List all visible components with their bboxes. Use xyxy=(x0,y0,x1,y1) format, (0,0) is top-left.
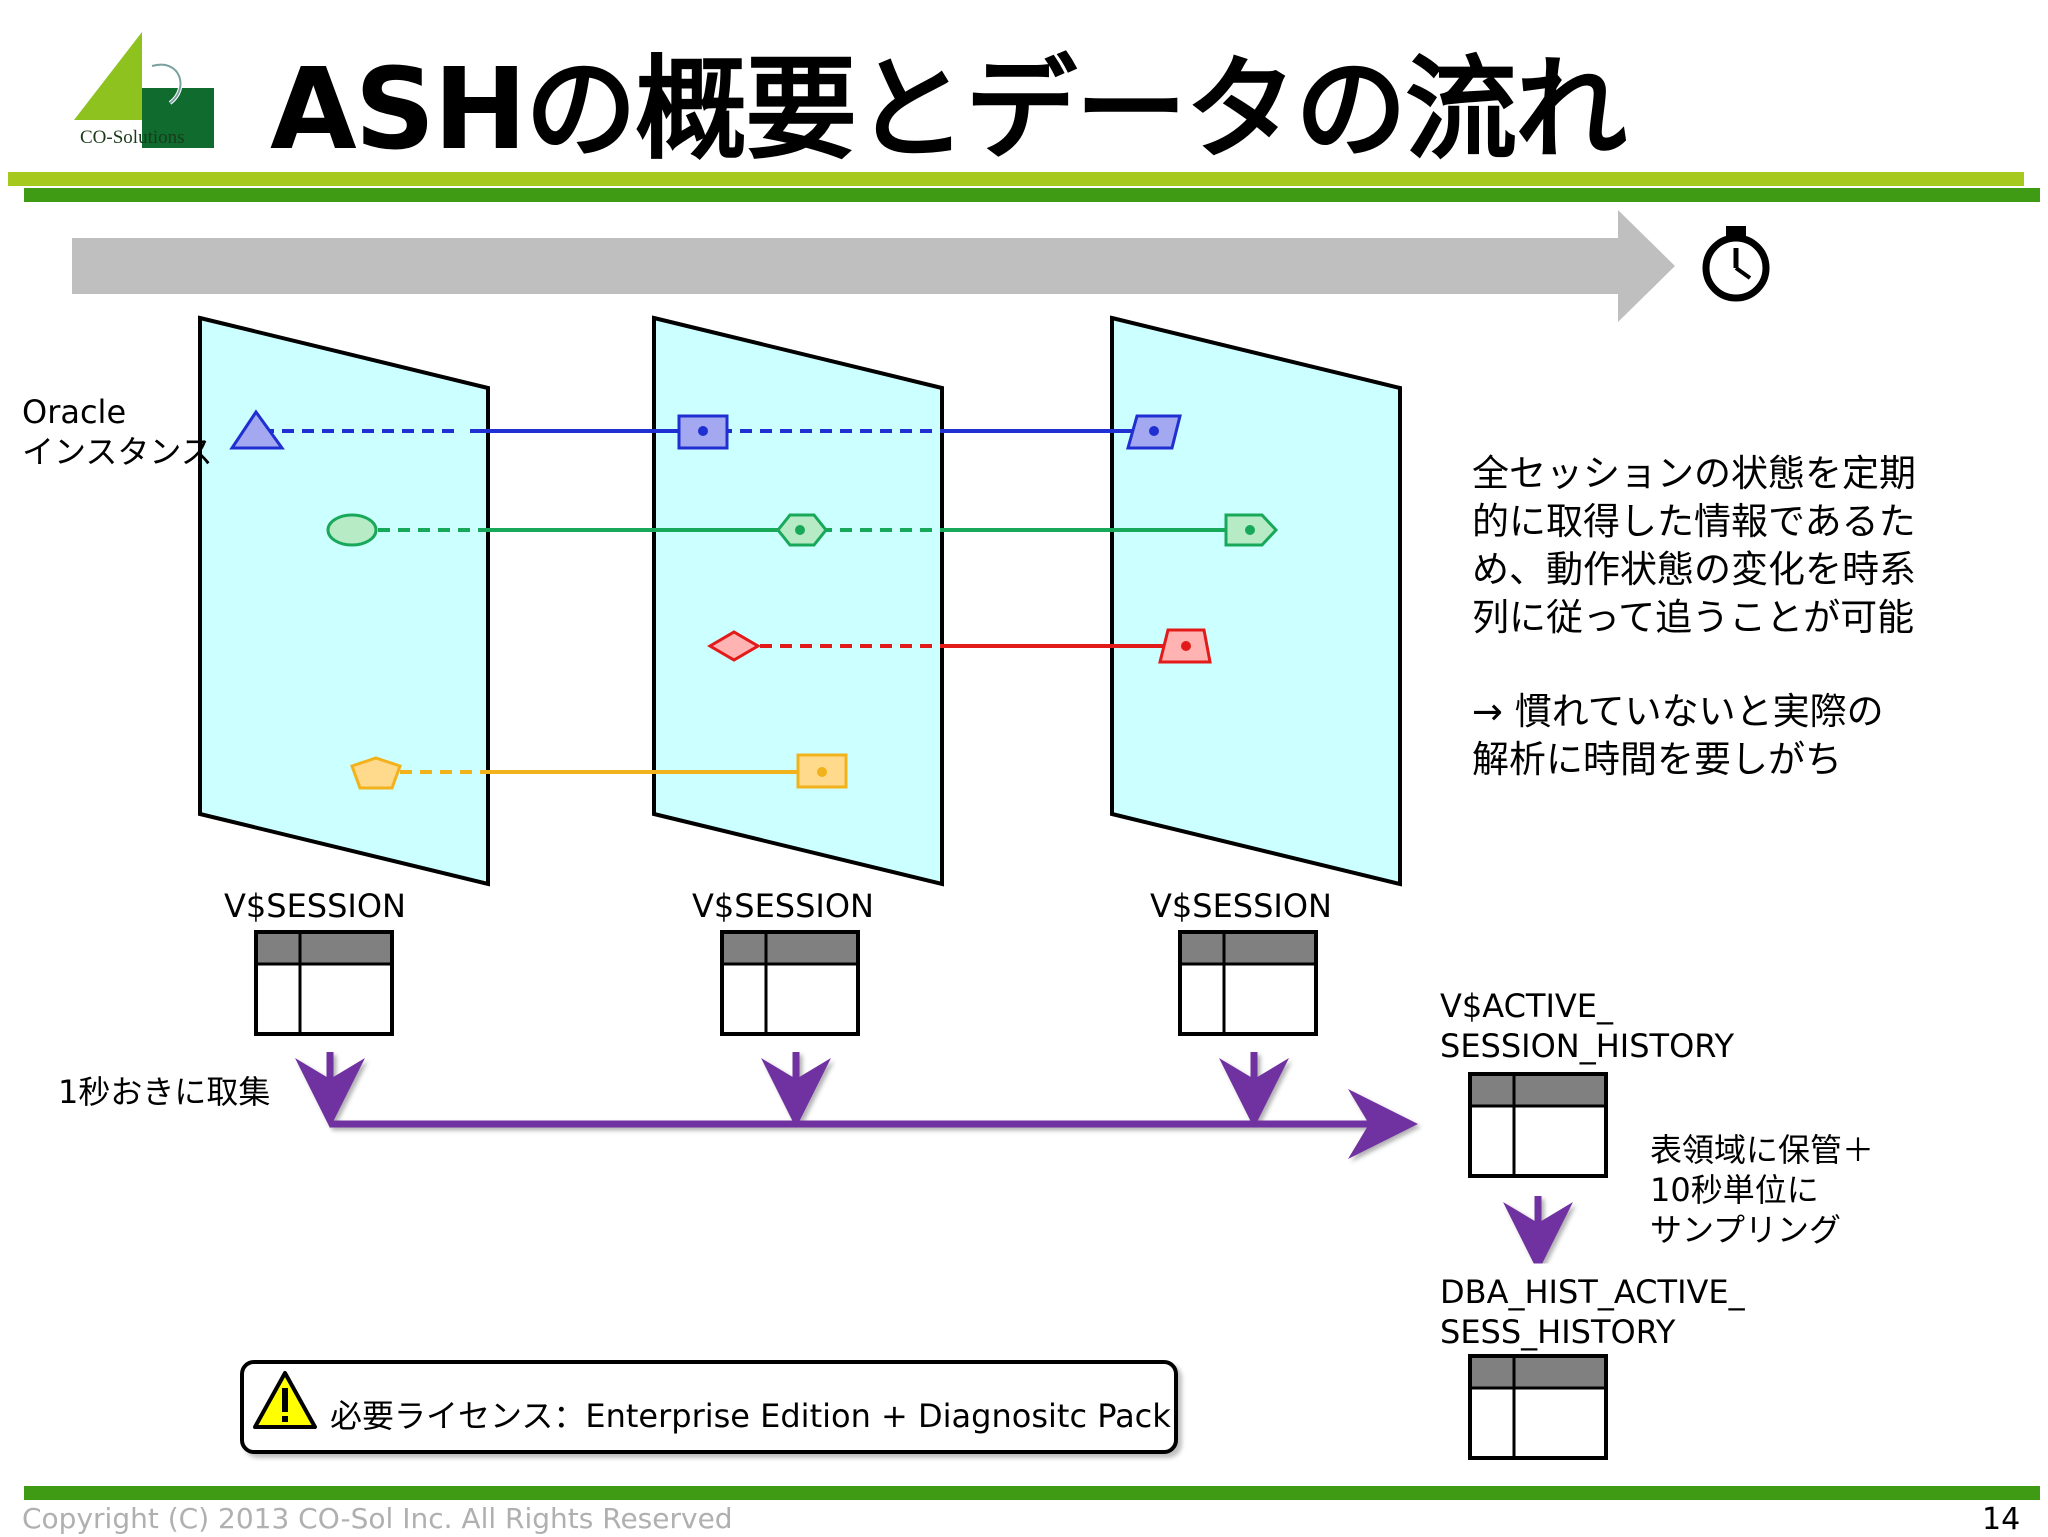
vsession-label-2: V$SESSION xyxy=(692,887,874,925)
blue-session-track xyxy=(229,409,1182,450)
timeline-arrow xyxy=(72,210,1675,322)
description-line1: 全セッションの状態を定期 xyxy=(1472,452,1916,495)
collect-interval-label: 1秒おきに取集 xyxy=(58,1073,271,1111)
blue-square-marker xyxy=(677,414,729,450)
dba-hist-label-line2: SESS_HISTORY xyxy=(1440,1313,1676,1351)
green-session-track xyxy=(326,513,1279,547)
table-icon-vsession-1 xyxy=(254,930,394,1036)
snapshot-panel-1 xyxy=(198,315,490,887)
red-session-track xyxy=(707,628,1212,664)
sampling-note-line2: 10秒単位に xyxy=(1650,1171,1819,1209)
warning-triangle-icon xyxy=(253,1371,317,1429)
header-band-light xyxy=(8,172,2024,186)
description-line4: 列に従って追うことが可能 xyxy=(1472,596,1915,639)
sampling-note-line1: 表領域に保管＋ xyxy=(1650,1131,1875,1169)
collection-flow-arrows xyxy=(295,1052,1573,1272)
header-band-dark xyxy=(24,188,2040,202)
vsession-label-1: V$SESSION xyxy=(224,887,406,925)
oracle-label-line2: インスタンス xyxy=(22,433,213,471)
vsession-label-3: V$SESSION xyxy=(1150,887,1332,925)
description-line6: 解析に時間を要しがち xyxy=(1472,738,1842,781)
table-icon-vsession-2 xyxy=(720,930,860,1036)
dba-hist-label-line1: DBA_HIST_ACTIVE_ xyxy=(1440,1273,1745,1311)
page-title: ASHの概要とデータの流れ xyxy=(270,45,1627,175)
page-number: 14 xyxy=(1982,1502,2021,1537)
orange-session-track xyxy=(350,753,848,790)
description-line2: 的に取得した情報であるた xyxy=(1472,500,1916,543)
stopwatch-icon xyxy=(1702,226,1770,302)
logo-text: CO-Solutions xyxy=(80,127,185,148)
snapshot-panel-2 xyxy=(652,315,944,887)
table-icon-vsession-3 xyxy=(1178,930,1318,1036)
copyright-footer: Copyright (C) 2013 CO-Sol Inc. All Right… xyxy=(22,1502,733,1535)
sampling-note-line3: サンプリング xyxy=(1650,1211,1842,1249)
orange-pentagon-marker xyxy=(350,756,402,790)
license-note-text: 必要ライセンス：Enterprise Edition + Diagnositc … xyxy=(330,1397,1171,1435)
description-line3: め、動作状態の変化を時系 xyxy=(1472,548,1916,591)
table-icon-dba-hist xyxy=(1468,1354,1608,1460)
red-diamond-marker xyxy=(707,630,761,662)
oracle-label-line1: Oracle xyxy=(22,393,127,431)
footer-band xyxy=(24,1486,2040,1500)
ash-view-label-line1: V$ACTIVE_ xyxy=(1440,987,1614,1025)
co-solutions-logo-icon xyxy=(74,32,214,148)
table-icon-active-session-history xyxy=(1468,1072,1608,1178)
description-line5: → 慣れていないと実際の xyxy=(1472,690,1884,733)
license-note-box xyxy=(240,1360,1178,1454)
ash-view-label-line2: SESSION_HISTORY xyxy=(1440,1027,1734,1065)
green-ellipse-marker xyxy=(326,513,378,547)
snapshot-panel-3 xyxy=(1110,315,1402,887)
blue-triangle-marker xyxy=(229,409,285,450)
